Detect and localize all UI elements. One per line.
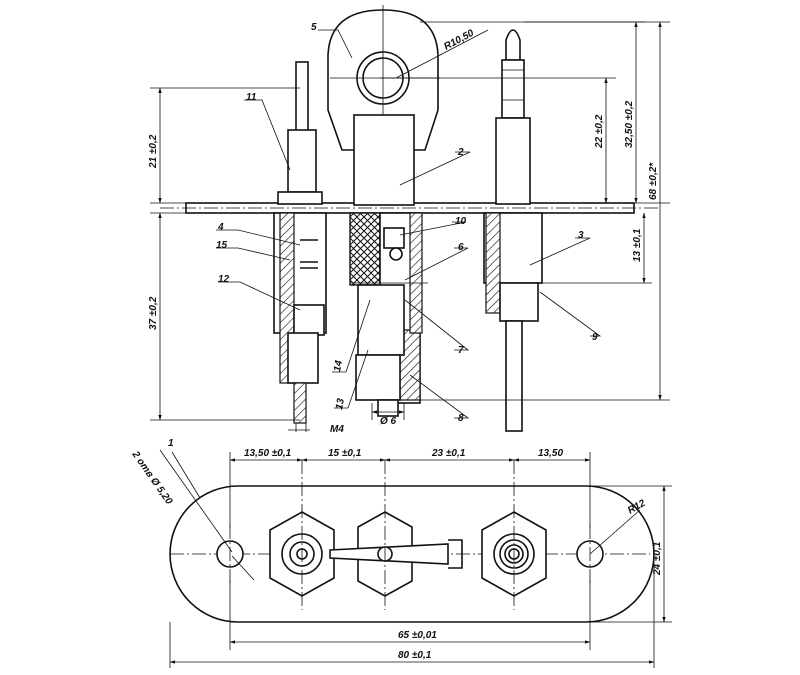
tag-15: 15 [216, 240, 228, 251]
dim-37: 37 ±0,2 [148, 296, 159, 330]
dim-radius-top: R10,50 [442, 28, 476, 53]
tag-1: 1 [168, 438, 174, 449]
dim-21: 21 ±0,2 [148, 134, 159, 169]
dim-diameter: Ø 6 [380, 416, 397, 427]
tag-2: 2 [457, 147, 464, 158]
dim-13: 13 ±0,1 [632, 228, 643, 262]
leader-lines [216, 29, 602, 419]
tag-10: 10 [455, 216, 467, 227]
tag-12: 12 [218, 274, 230, 285]
horizontal-dimensions [159, 449, 672, 668]
tag-7: 7 [458, 345, 464, 356]
dim-13-50-left: 13,50 ±0,1 [244, 448, 292, 459]
front-view: 21 ±0,2 37 ±0,2 22 ±0,2 32,50 ±0,2 68 ±0… [148, 5, 670, 435]
electrode-assembly [483, 29, 543, 432]
dim-23: 23 ±0,1 [431, 448, 466, 459]
tag-4: 4 [217, 222, 224, 233]
dim-13-50-right: 13,50 [538, 448, 563, 459]
vertical-dimensions [150, 21, 670, 431]
dim-thread: M4 [330, 424, 344, 435]
tag-9: 9 [592, 332, 598, 343]
dim-22: 22 ±0,2 [594, 114, 605, 149]
dim-68: 68 ±0,2* [648, 162, 659, 200]
thermocouple-assembly [273, 61, 327, 432]
dim-32-50: 32,50 ±0,2 [624, 100, 635, 148]
tag-11: 11 [246, 92, 257, 103]
dim-65: 65 ±0,01 [398, 630, 437, 641]
burner-assembly [327, 5, 440, 417]
tag-3: 3 [578, 230, 584, 241]
tag-6: 6 [458, 242, 464, 253]
top-view: 13,50 ±0,1 15 ±0,1 23 ±0,1 13,50 65 ±0,0… [129, 438, 672, 668]
tag-8: 8 [458, 413, 464, 424]
dim-holes: 2 отв Ø 5,20 [129, 449, 174, 507]
dim-24: 24 ±0,1 [652, 541, 663, 576]
dim-80: 80 ±0,1 [398, 650, 432, 661]
dim-15: 15 ±0,1 [328, 448, 362, 459]
tag-13: 13 [334, 397, 347, 410]
tag-14: 14 [332, 359, 345, 372]
tag-5: 5 [311, 22, 317, 33]
